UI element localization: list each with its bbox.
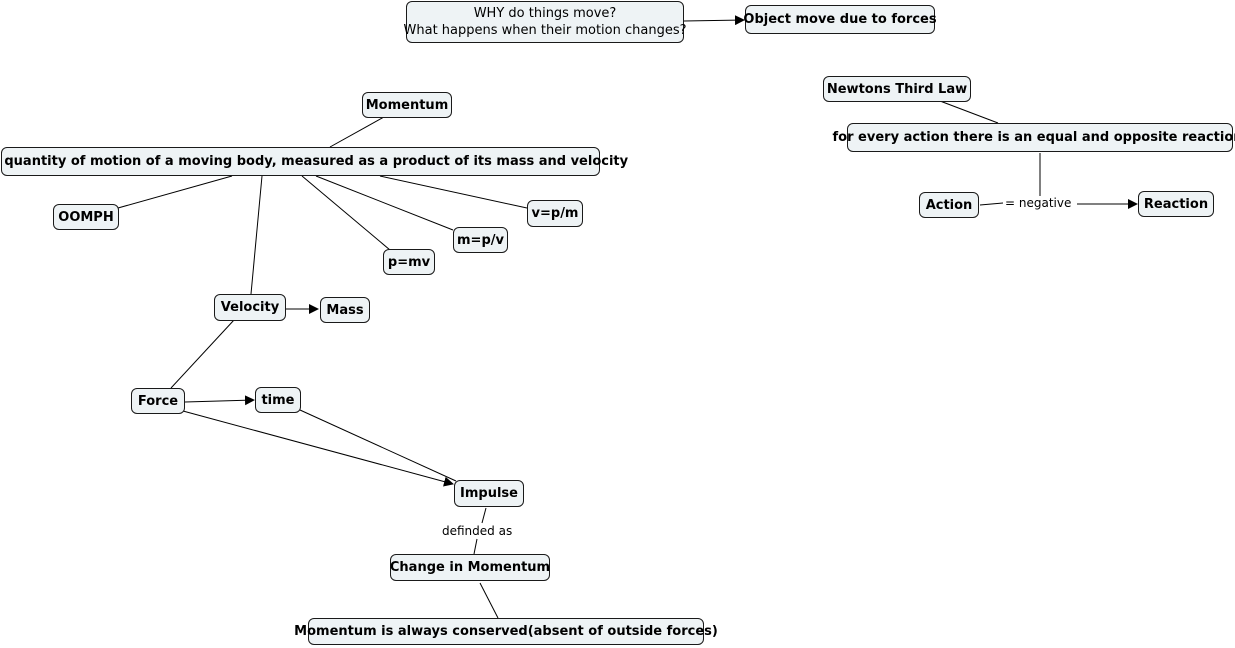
link-defined-change [473,538,478,555]
link-velocity-force [170,319,235,389]
action-node[interactable]: Action [919,192,979,218]
oomph-node[interactable]: OOMPH [53,204,119,230]
velocity-node[interactable]: Velocity [214,294,286,321]
mass-equation-label: m=p/v [457,232,504,248]
link-why-forces [683,15,745,26]
mass-node-label: Mass [326,302,364,318]
velocity-equation-label: v=p/m [531,206,579,221]
action-reaction-statement-node[interactable]: for every action there is an equal and o… [833,123,1235,152]
link-definition-velocity [250,175,263,295]
impulse-node-label: Impulse [460,486,518,501]
momentum-equation-label: p=mv [387,254,431,270]
momentum-equation-node[interactable]: p=mv [383,249,435,275]
momentum-definition-node[interactable]: The quantity of motion of a moving body,… [0,147,628,176]
link-force-impulse [182,410,454,487]
link-change-conserved [479,582,499,619]
link-definition-peq [301,175,391,251]
change-in-momentum-label: Change in Momentum [389,560,551,575]
mass-node[interactable]: Mass [320,297,370,323]
why-question-node[interactable]: WHY do things move? What happens when th… [403,1,687,43]
defined-as-link-label: definded as [440,524,515,538]
action-reaction-statement-label: for every action there is an equal and o… [832,130,1235,145]
link-definition-oomph [117,175,233,209]
link-momentum-definition [329,116,385,148]
link-newtons-statement [939,100,999,124]
mass-equation-node[interactable]: m=p/v [453,227,508,253]
reaction-node[interactable]: Reaction [1138,191,1214,217]
velocity-node-label: Velocity [220,300,280,315]
forces-node-label: Object move due to forces [743,12,937,27]
action-node-label: Action [925,197,973,213]
newtons-third-law-label: Newtons Third Law [826,81,968,97]
momentum-node[interactable]: Momentum [362,92,452,118]
forces-node[interactable]: Object move due to forces [743,5,937,34]
link-time-impulse [299,409,457,482]
change-in-momentum-node[interactable]: Change in Momentum [390,554,550,581]
why-question-line-2: What happens when their motion changes? [403,23,687,38]
why-question-line-1: WHY do things move? [473,6,617,21]
force-node[interactable]: Force [131,388,185,414]
link-impulse-defined [481,507,487,524]
momentum-conserved-label: Momentum is always conserved(absent of o… [294,624,718,639]
time-node-label: time [261,392,295,408]
velocity-equation-node[interactable]: v=p/m [527,200,583,227]
force-node-label: Force [137,393,179,409]
momentum-conserved-node[interactable]: Momentum is always conserved(absent of o… [294,618,718,645]
time-node[interactable]: time [255,387,301,413]
link-action-negative [979,202,1004,206]
link-definition-meq [315,175,454,231]
reaction-node-label: Reaction [1143,196,1209,212]
impulse-node[interactable]: Impulse [454,480,524,507]
newtons-third-law-node[interactable]: Newtons Third Law [823,76,971,102]
link-definition-veq [379,175,528,209]
momentum-node-label: Momentum [365,97,449,113]
negative-link-label: = negative [1003,196,1074,210]
link-force-time [184,395,255,406]
oomph-node-label: OOMPH [58,209,114,225]
momentum-definition-label: The quantity of motion of a moving body,… [0,154,629,169]
